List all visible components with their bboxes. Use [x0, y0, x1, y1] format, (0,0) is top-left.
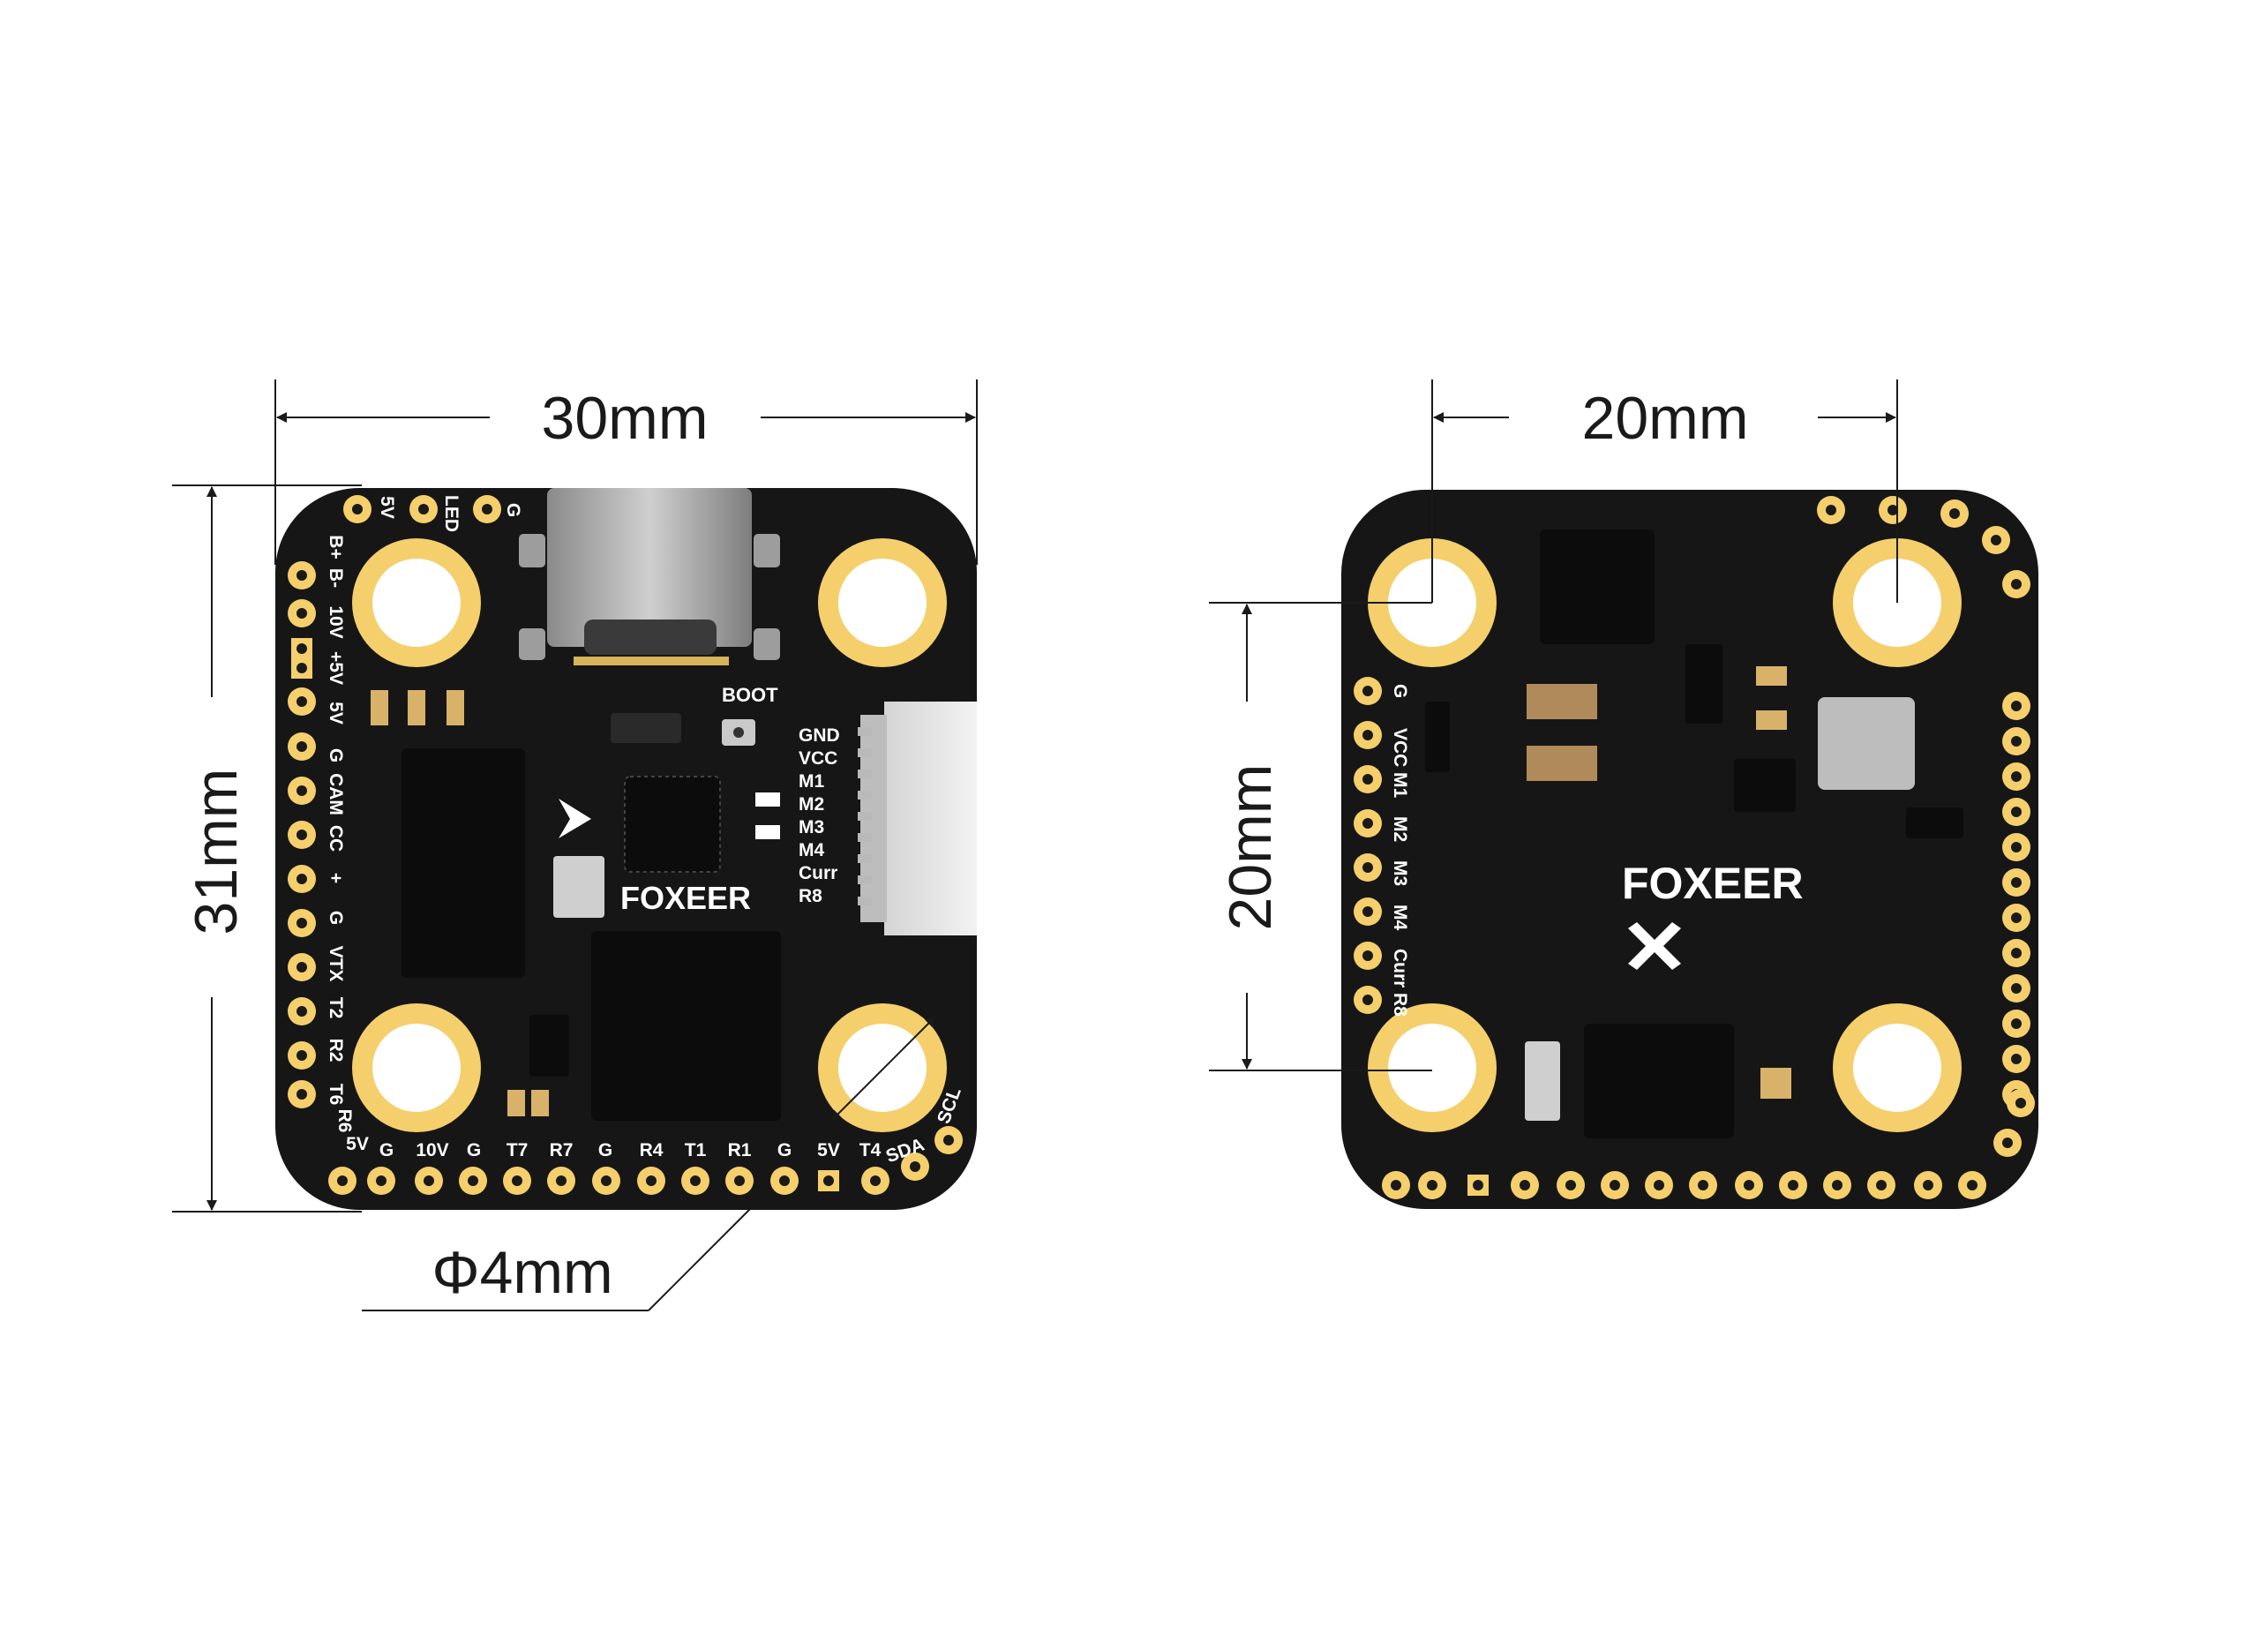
pin-label: M1 — [799, 771, 824, 792]
pin-label: B- — [326, 568, 346, 588]
pin-label: G — [1390, 684, 1410, 698]
pin-label: R8 — [1390, 993, 1410, 1017]
pin-label: T4 — [859, 1140, 882, 1160]
pin-label: G — [326, 911, 346, 925]
back-brand-label: FOXEER — [1622, 859, 1804, 908]
pin-label: M2 — [799, 794, 824, 815]
height-31mm-label: 31mm — [183, 769, 250, 935]
mount-holes-front — [352, 538, 947, 1132]
front-components — [371, 690, 781, 1121]
pin-label: 10V — [416, 1140, 448, 1160]
pin-label: G — [467, 1140, 481, 1160]
dimension-labels: 30mm 31mm Φ4mm 20mm 20mm — [183, 385, 1748, 1306]
pin-label: 5V — [377, 496, 397, 519]
pin-label: LED — [441, 495, 462, 532]
front-board: FOXEER BOOT 5V LED G B+ B- 10V +5V 5V G CAM CC + G VT… — [275, 488, 977, 1210]
hole-diameter-label: Φ4mm — [432, 1239, 612, 1306]
pin-label: M2 — [1390, 816, 1410, 842]
back-pads — [1354, 496, 2035, 1199]
motor-connector — [860, 702, 977, 935]
pin-label: VCC — [799, 748, 837, 769]
dimension-lines — [172, 379, 1898, 1311]
width-30mm-label: 30mm — [542, 385, 709, 452]
usb-c-connector — [519, 488, 780, 665]
pin-label: M4 — [1390, 905, 1410, 930]
pin-label: G — [598, 1140, 612, 1160]
pin-label: Curr — [1390, 949, 1410, 987]
pin-label: VCC — [1390, 728, 1410, 767]
pin-label: GND — [799, 725, 840, 746]
pin-label: G — [777, 1140, 792, 1160]
pin-label: 5V — [326, 702, 346, 725]
pin-label: T6 — [326, 1084, 346, 1106]
pin-label: R4 — [640, 1140, 664, 1160]
pin-label: R6 — [334, 1109, 355, 1133]
pin-label: R1 — [728, 1140, 752, 1160]
pin-label: 5V — [346, 1134, 369, 1154]
pin-label: G — [326, 748, 346, 762]
pin-label: + — [326, 873, 346, 883]
boot-label: BOOT — [722, 684, 778, 706]
front-brand-label: FOXEER — [620, 880, 751, 916]
pin-label: R8 — [799, 886, 822, 906]
pin-label: CC — [326, 825, 346, 852]
pin-label: T2 — [326, 997, 346, 1019]
pin-label: VTX — [326, 946, 346, 982]
pin-label: T7 — [507, 1140, 529, 1160]
pin-label: G — [503, 503, 523, 517]
pin-label: M3 — [1390, 860, 1410, 886]
pin-label: +5V — [326, 651, 346, 685]
pin-label: M4 — [799, 840, 824, 860]
mount-holes-back — [1368, 538, 1962, 1132]
pin-label: G — [379, 1140, 394, 1160]
pin-label: R2 — [326, 1039, 346, 1063]
pin-label: M3 — [799, 817, 824, 837]
pin-label: B+ — [326, 535, 346, 559]
pin-label: T1 — [685, 1140, 707, 1160]
pin-label: Curr — [799, 863, 837, 883]
pin-label: 5V — [817, 1140, 840, 1160]
pin-label: R7 — [550, 1140, 574, 1160]
back-components — [1425, 529, 1963, 1138]
pin-label: CAM — [326, 773, 346, 815]
mount-width-20mm-label: 20mm — [1582, 385, 1749, 452]
mount-height-20mm-label: 20mm — [1217, 764, 1284, 931]
pin-label: 10V — [326, 605, 346, 638]
pin-label: M1 — [1390, 772, 1410, 798]
front-pads — [288, 495, 963, 1195]
